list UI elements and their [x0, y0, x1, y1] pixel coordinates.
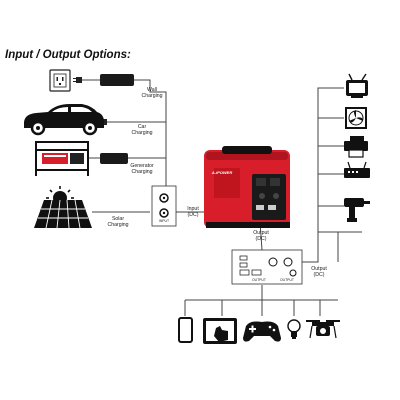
wall-charging-label-line1: Wall	[147, 87, 157, 93]
output-panel-left-text: OUTPUT	[252, 278, 266, 282]
wall-charging-label-line2: Charging	[141, 93, 163, 99]
generator-icon	[35, 141, 128, 176]
printer-icon	[344, 136, 368, 158]
wall-outlet-icon	[49, 69, 134, 92]
tv-icon	[346, 73, 368, 98]
output-right-label: Output (DC)	[308, 266, 330, 278]
solar-charging-label-line1: Solar	[111, 216, 125, 222]
device-brand-text: A-iPOWER	[211, 170, 233, 175]
solar-panel-icon	[34, 186, 92, 229]
solar-charging-label: Solar Charging	[106, 216, 130, 228]
phone-icon	[178, 317, 193, 343]
game-controller-icon	[243, 321, 281, 342]
fan-icon	[345, 107, 367, 129]
generator-charging-label: Generator Charging	[127, 163, 157, 175]
input-dc-label-line2: (DC)	[187, 212, 199, 218]
drone-icon	[306, 320, 340, 339]
light-bulb-icon	[287, 319, 301, 339]
generator-charging-label-line1: Generator	[130, 163, 154, 169]
car-charging-label-line1: Car	[137, 124, 147, 130]
output-top-label: Output (DC)	[250, 230, 272, 242]
input-panel-text: INPUT	[158, 219, 170, 223]
output-panel	[231, 249, 303, 285]
solar-charging-label-line2: Charging	[107, 222, 129, 228]
output-top-label-line1: Output	[253, 230, 269, 236]
tablet-icon	[203, 318, 237, 344]
router-icon	[344, 161, 370, 178]
page-title: Input / Output Options:	[5, 49, 131, 61]
car-charging-label: Car Charging	[130, 124, 154, 136]
output-panel-right-text: OUTPUT	[280, 278, 294, 282]
drill-icon	[344, 198, 370, 222]
power-station-icon	[204, 146, 290, 228]
input-dc-label-line1: Input	[187, 206, 199, 212]
input-dc-label: Input (DC)	[182, 206, 204, 218]
generator-charging-label-line2: Charging	[131, 169, 153, 175]
car-charging-label-line2: Charging	[131, 130, 153, 136]
output-right-label-line2: (DC)	[313, 272, 325, 278]
input-panel	[151, 185, 177, 227]
output-top-label-line2: (DC)	[255, 236, 267, 242]
wall-charging-label: Wall Charging	[140, 87, 164, 99]
output-right-label-line1: Output	[311, 266, 327, 272]
input-lines	[80, 79, 362, 316]
car-icon	[24, 104, 104, 136]
